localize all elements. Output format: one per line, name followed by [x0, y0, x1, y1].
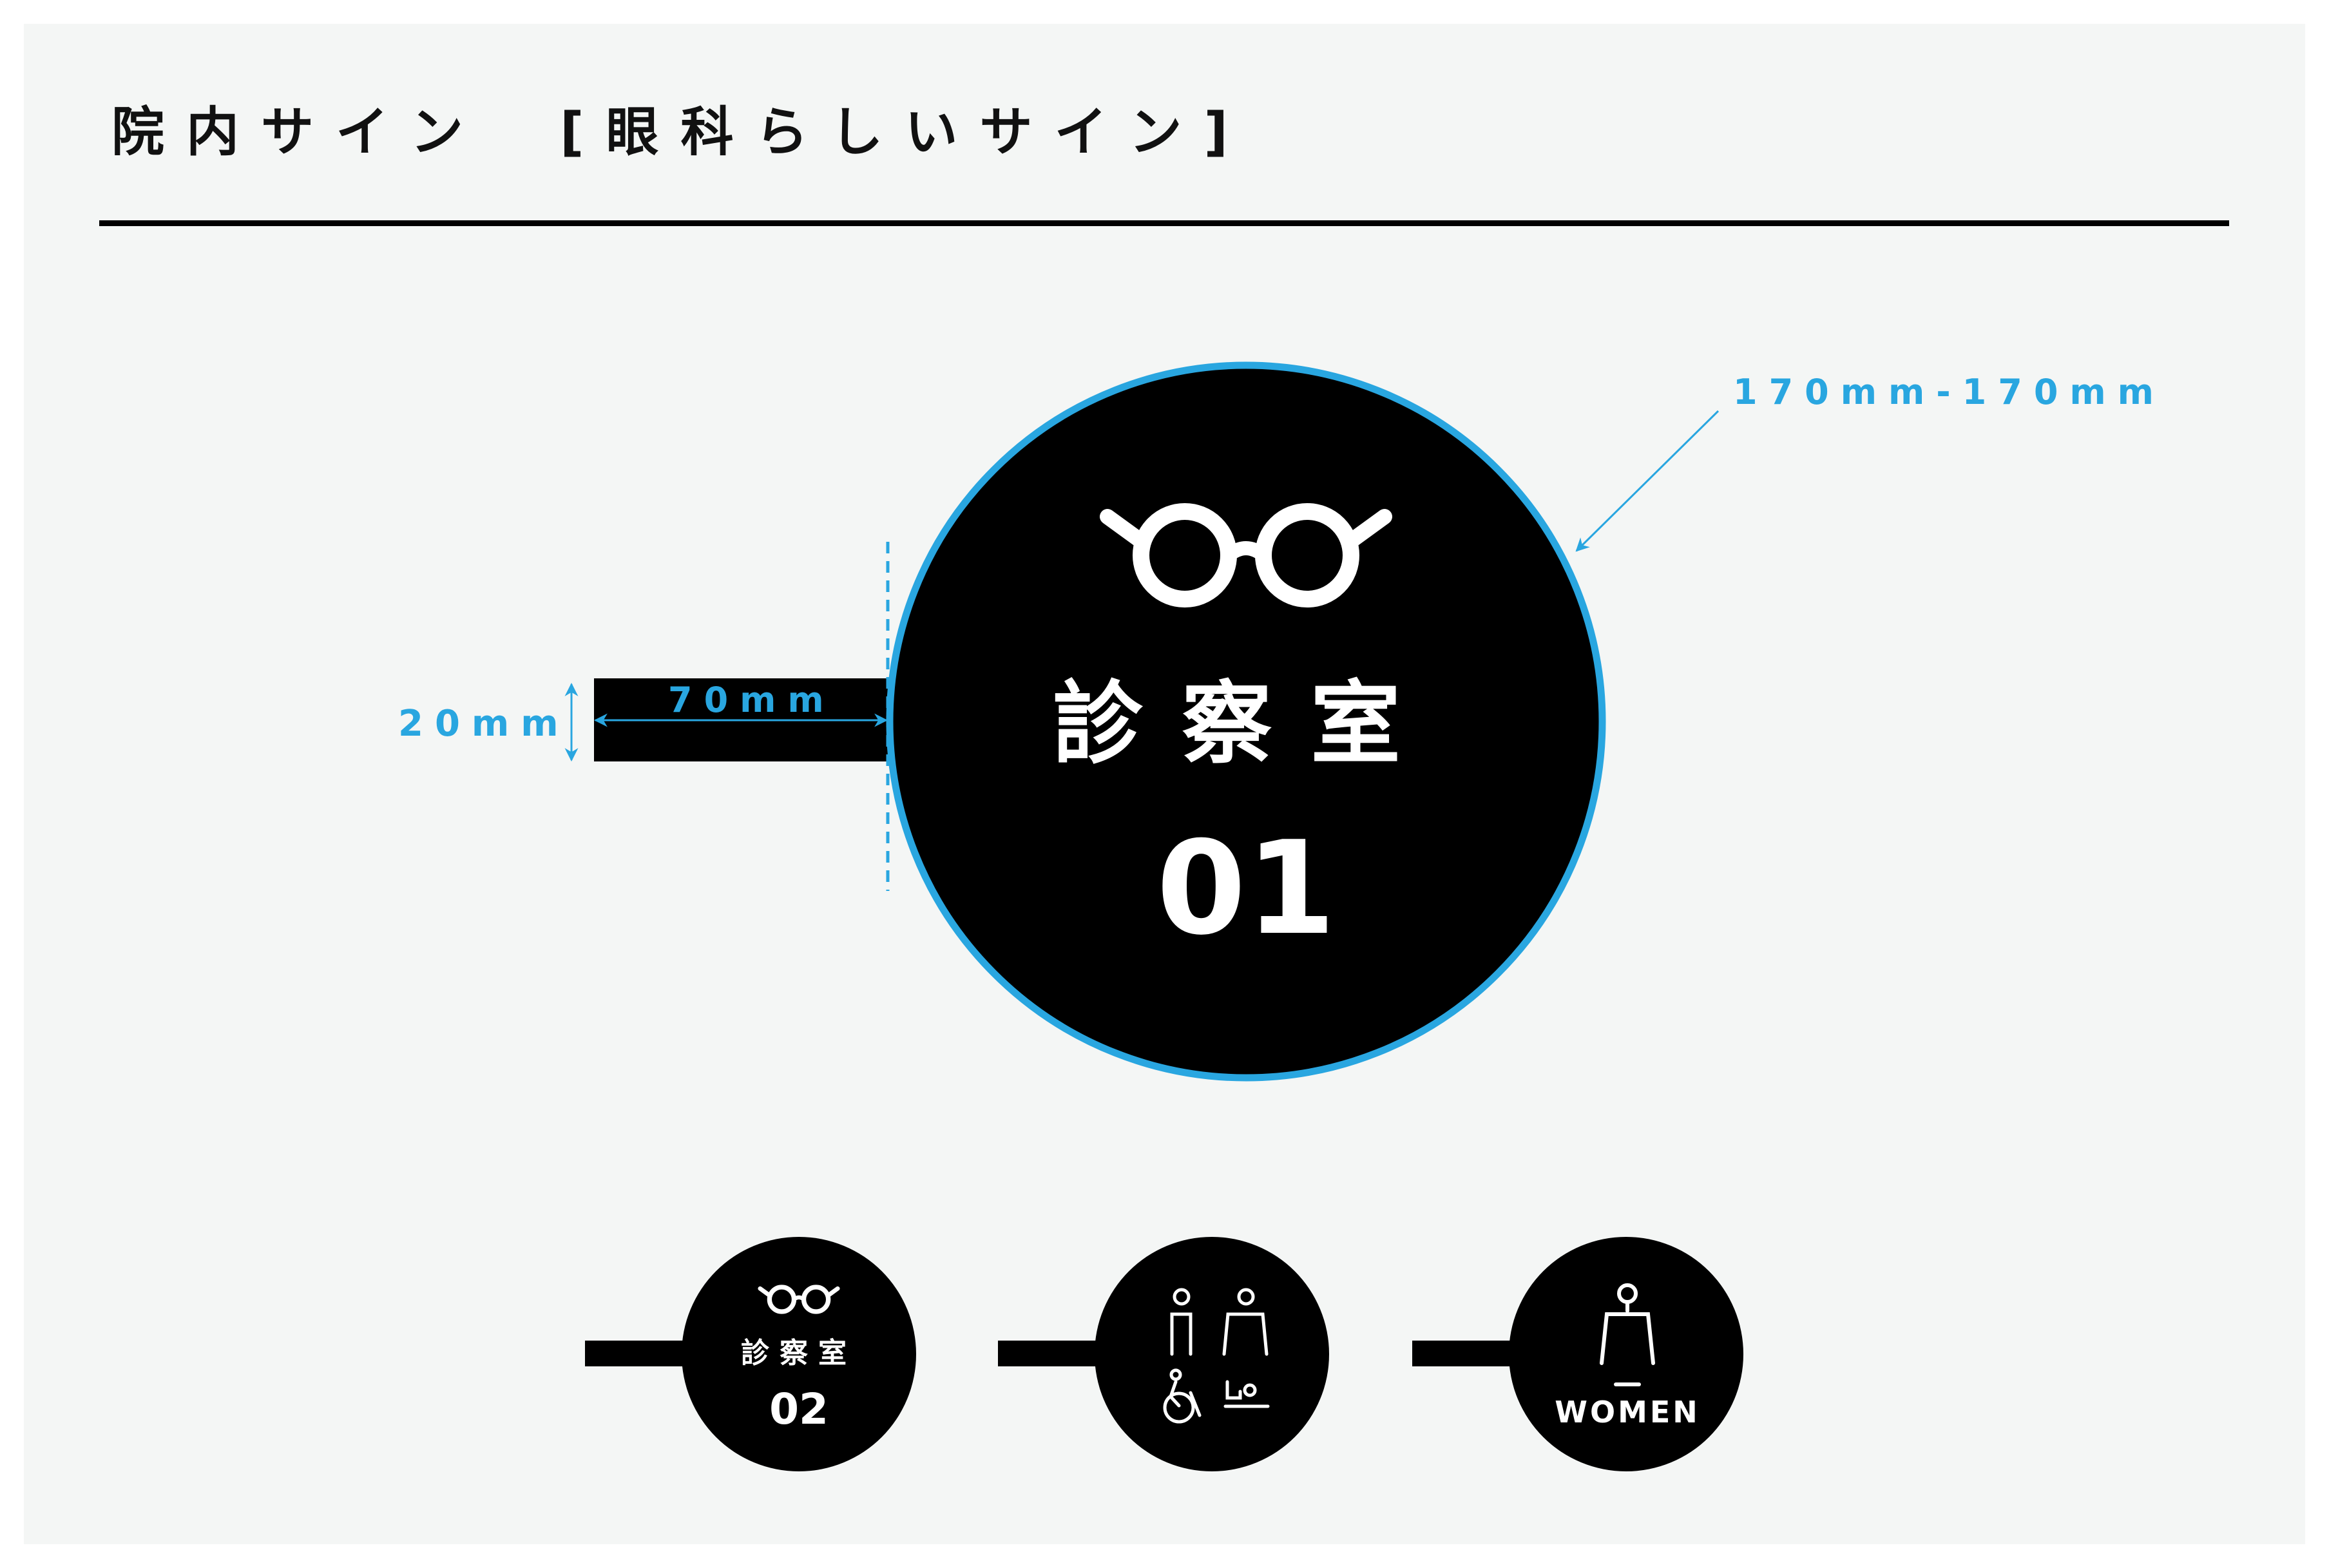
sign-disc [886, 361, 1606, 1082]
room-number: 01 [1156, 814, 1336, 964]
room-number: 02 [769, 1384, 829, 1434]
diameter-label: 170mm-170mm [1733, 372, 2165, 412]
variant-sign-exam-02: 診察室 02 [585, 1237, 916, 1471]
women-label: WOMEN [1555, 1395, 1700, 1429]
diameter-leader [1575, 410, 1720, 552]
page-title: 院内サイン [眼科らしいサイン] [111, 102, 1250, 163]
main-sign: 診察室 01 [594, 361, 1606, 1082]
room-label: 診察室 [741, 1337, 857, 1370]
arm-length-label: 70mm [668, 680, 836, 720]
height-label: 20mm [398, 703, 570, 745]
variant-sign-women: WOMEN [1412, 1237, 1743, 1471]
room-label: 診察室 [1053, 672, 1439, 777]
dimension-annotations: 20mm 70mm 170mm-170mm [398, 372, 2165, 891]
variant-sign-restroom [998, 1237, 1329, 1471]
woman-icon [1600, 1283, 1655, 1386]
title-rule [99, 220, 2229, 226]
restroom-icon [1163, 1288, 1270, 1424]
